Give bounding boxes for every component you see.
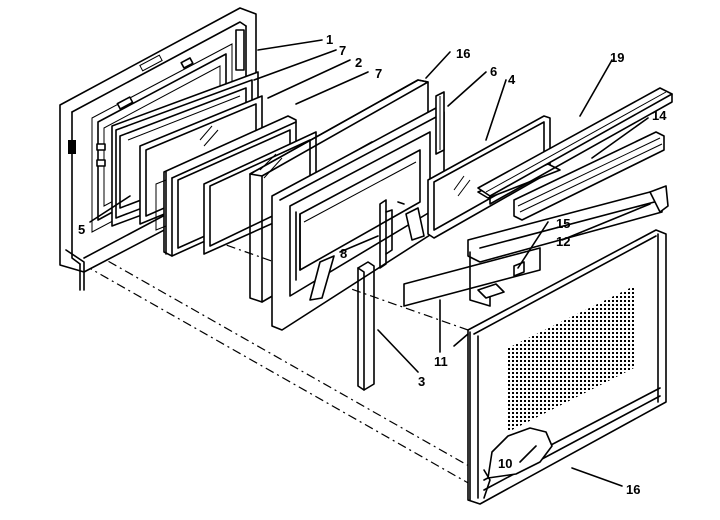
label-part-16-upper: 16 xyxy=(456,46,470,61)
label-part-2: 2 xyxy=(355,55,362,70)
door-seal-14 xyxy=(513,131,665,221)
label-part-7-upper: 7 xyxy=(339,43,346,58)
part-labels: 1 7 2 7 16 6 4 19 14 5 8 15 12 11 3 10 1… xyxy=(78,32,667,497)
door-top-trim-19 xyxy=(477,87,673,205)
label-part-14: 14 xyxy=(652,108,667,123)
label-part-10: 10 xyxy=(498,456,512,471)
label-part-15: 15 xyxy=(556,216,570,231)
label-part-8: 8 xyxy=(340,246,347,261)
label-part-19: 19 xyxy=(610,50,624,65)
label-part-16-lower: 16 xyxy=(626,482,640,497)
glass-channel-assembly xyxy=(155,115,317,257)
label-part-3: 3 xyxy=(418,374,425,389)
label-part-1: 1 xyxy=(326,32,333,47)
side-bracket-6 xyxy=(435,91,445,155)
handle-rail-12 xyxy=(467,185,669,307)
label-part-7-lower: 7 xyxy=(375,66,382,81)
horizontal-strip-11 xyxy=(403,247,541,307)
label-part-5: 5 xyxy=(78,222,85,237)
vertical-strip-3 xyxy=(357,261,375,391)
outer-door-16 xyxy=(467,229,667,505)
inner-door-liner xyxy=(271,107,445,331)
label-part-12: 12 xyxy=(556,234,570,249)
leader-lines xyxy=(89,39,651,487)
label-part-6: 6 xyxy=(490,64,497,79)
label-part-4: 4 xyxy=(508,72,516,87)
label-part-11: 11 xyxy=(434,354,448,369)
window-glass-4 xyxy=(427,115,561,239)
